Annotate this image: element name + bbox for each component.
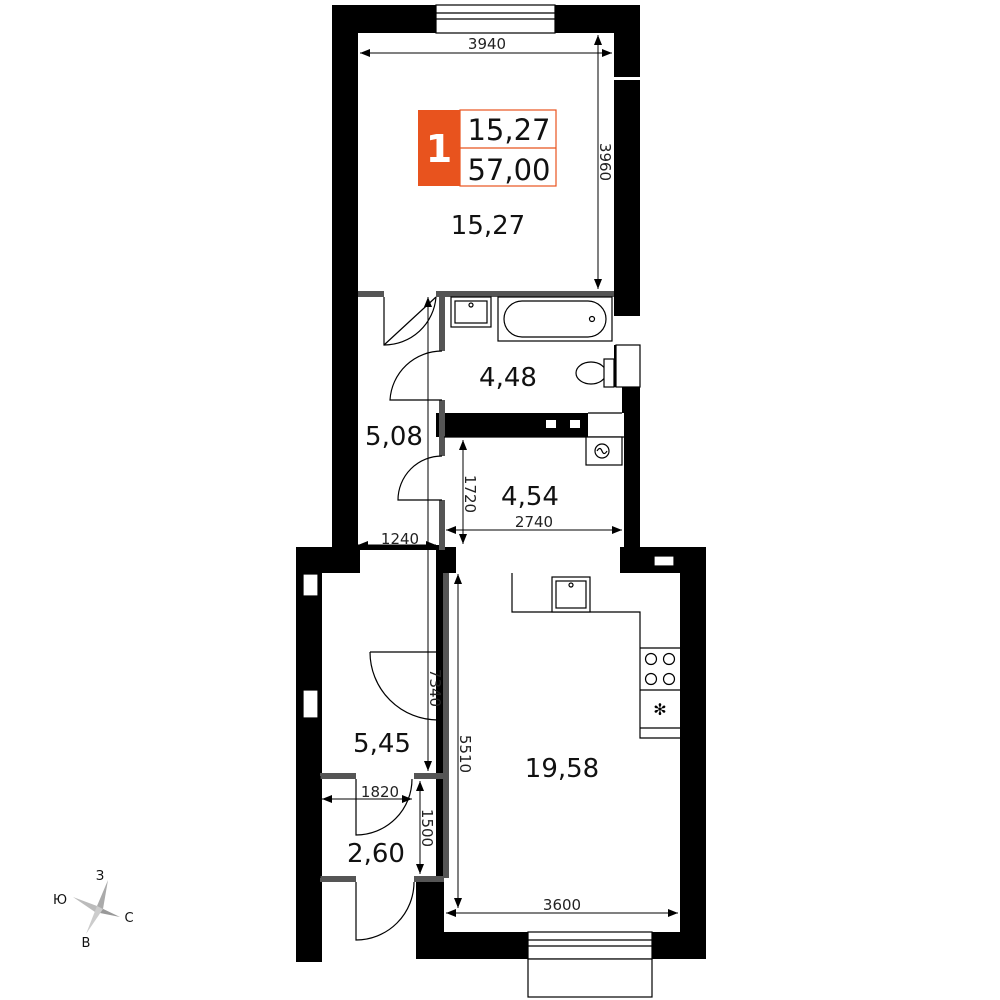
bathroom-fixtures [450,296,615,388]
windows [302,4,675,998]
area-kitchen: 19,58 [525,754,599,784]
doors [355,296,443,941]
badge-living-area: 15,27 [467,113,550,147]
toilet-icon [575,361,607,385]
apartment-badge: 1 15,27 57,00 [418,109,557,187]
area-hallway: 5,08 [365,422,423,452]
partitions [319,291,624,882]
stove-icon [644,652,676,686]
dim-hall-width: 1240 [381,530,419,548]
area-bathroom: 4,48 [479,363,537,393]
dim-storage-height: 1720 [461,475,479,513]
dim-kitchen-height: 5510 [456,735,474,773]
dim-closet-width: 1820 [361,783,399,801]
dimension-lines [322,35,678,917]
badge-rooms-box [418,110,460,186]
badge-rooms: 1 [426,127,452,171]
dim-corridor-length: 7340 [426,669,444,707]
boiler-icon [585,436,623,466]
badge-total-area: 57,00 [467,153,550,187]
dim-closet-height: 1500 [418,809,436,847]
compass-west: Ю [53,893,67,908]
fridge-icon: ✻ [653,700,666,719]
compass-south: В [82,936,91,951]
compass-north: З [96,869,104,884]
area-corridor: 5,45 [353,729,411,759]
area-storage: 4,54 [501,482,559,512]
kitchen-fixtures: ✻ [511,573,680,739]
dim-storage-width: 2740 [515,513,553,531]
area-closet: 2,60 [347,839,405,869]
walls [296,5,706,962]
dim-living-width: 3940 [468,35,506,53]
dim-living-height: 3960 [596,143,614,181]
area-living-room: 15,27 [451,211,525,241]
compass-east: С [124,911,133,926]
dim-kitchen-width: 3600 [543,896,581,914]
compass-icon: З Ю С В [53,869,134,951]
